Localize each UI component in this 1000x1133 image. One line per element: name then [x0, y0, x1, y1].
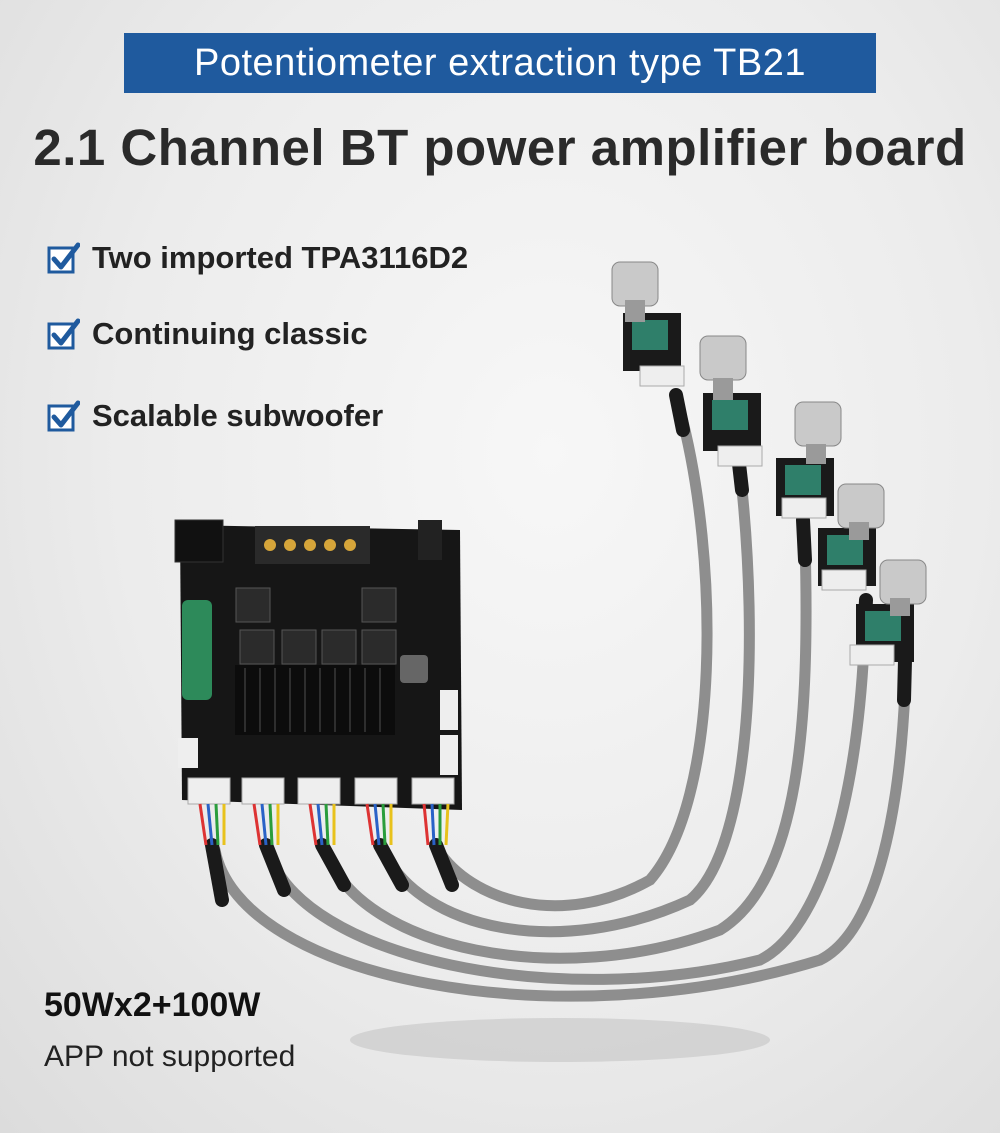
- checkbox-checked-icon: [47, 318, 80, 350]
- potentiometer-module: [776, 401, 842, 519]
- feature-item: Two imported TPA3116D2: [46, 238, 468, 278]
- potentiometer-module: [849, 559, 927, 666]
- potentiometer-module: [699, 335, 763, 467]
- feature-label: Two imported TPA3116D2: [92, 240, 469, 275]
- power-spec: 50Wx2+100W: [44, 986, 261, 1024]
- potentiometer-module: [818, 483, 885, 591]
- app-note: APP not supported: [44, 1040, 296, 1073]
- banner-title: Potentiometer extraction type TB21: [124, 33, 876, 93]
- amplifier-board: [174, 519, 462, 846]
- feature-label: Continuing classic: [92, 316, 368, 351]
- cable-bundle: [209, 404, 911, 1002]
- page-title: 2.1 Channel BT power amplifier board: [33, 119, 967, 176]
- feature-item: Scalable subwoofer: [46, 396, 383, 436]
- checkbox-checked-icon: [47, 400, 80, 432]
- feature-label: Scalable subwoofer: [92, 398, 384, 433]
- feature-item: Continuing classic: [46, 314, 368, 354]
- checkbox-checked-icon: [47, 242, 80, 274]
- potentiometer-module: [611, 261, 685, 387]
